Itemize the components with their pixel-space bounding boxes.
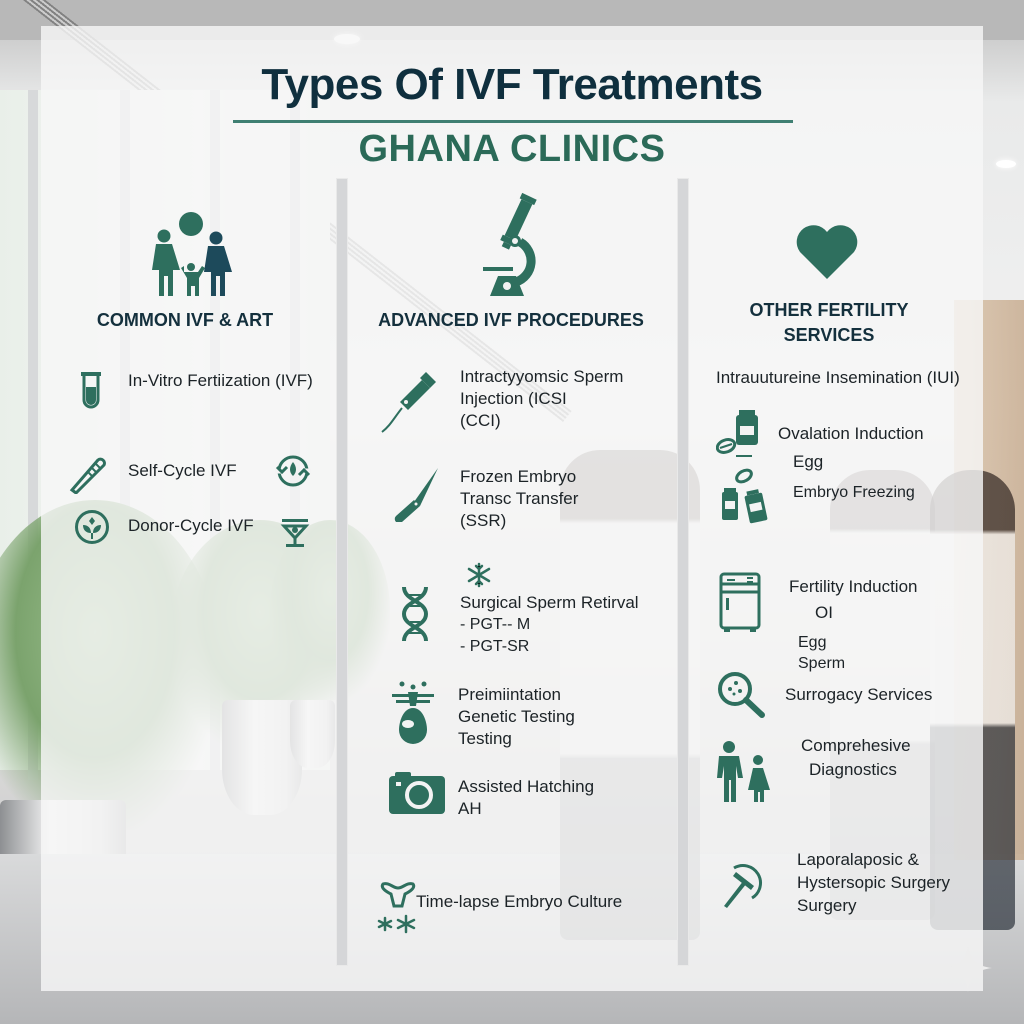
column-heading-other: OTHER FERTILITY SERVICES	[700, 298, 958, 348]
item-sublabel: - PGT-- M	[460, 616, 531, 633]
list-item: Assisted Hatching AH	[458, 776, 594, 820]
list-item: Time-lapse Embryo Culture	[416, 891, 622, 913]
item-label: Assisted Hatching	[458, 777, 595, 796]
item-label: Egg	[798, 634, 827, 651]
camera-icon	[389, 772, 445, 814]
item-label: Genetic Testing	[458, 707, 575, 726]
item-label: Diagnostics	[809, 760, 897, 779]
item-label: Surgical Sperm Retirval	[460, 593, 639, 612]
list-item: Intractyyomsic Sperm Injection (ICSI (CC…	[460, 366, 623, 432]
parent-child-icon	[713, 740, 771, 806]
list-item: Intrauutureine Insemination (IUI)	[716, 367, 960, 389]
heading-line: OTHER FERTILITY	[749, 300, 909, 320]
injection-pipette-icon	[380, 370, 442, 434]
page-title: Types Of IVF Treatments	[261, 60, 763, 109]
heading-line: SERVICES	[783, 325, 875, 345]
magnifier-icon	[716, 670, 768, 720]
ceiling-light	[996, 160, 1016, 168]
list-item: In-Vitro Fertiization (IVF)	[128, 370, 313, 392]
heart-icon	[794, 223, 860, 281]
page-subtitle: GHANA CLINICS	[358, 128, 666, 170]
list-item: Surgical Sperm Retirval - PGT-- M - PGT-…	[460, 592, 639, 658]
infographic-panel	[41, 26, 983, 991]
item-label: Injection (ICSI	[460, 389, 567, 408]
column-divider	[336, 178, 348, 966]
test-tube-icon	[80, 371, 102, 409]
item-label: OI	[815, 603, 833, 622]
snowflake-icon	[466, 562, 492, 588]
column-divider	[677, 178, 689, 966]
surgical-tool-icon	[720, 860, 766, 910]
item-sublabel: - PGT-SR	[460, 638, 530, 655]
item-label: AH	[458, 799, 482, 818]
item-label: Egg	[793, 452, 824, 471]
item-label: Sperm	[798, 655, 846, 672]
list-item: Ovalation Induction Egg Embryo Freezing	[778, 420, 924, 507]
item-label: Testing	[458, 729, 512, 748]
item-label: Ovalation Induction	[778, 424, 924, 443]
dna-icon	[400, 585, 430, 643]
item-label: Hystersopic Surgery	[797, 873, 951, 892]
medicine-bottles-icon	[716, 408, 776, 532]
item-label: Frozen Embryo	[460, 467, 577, 486]
list-item: Preimiintation Genetic Testing Testing	[458, 684, 575, 750]
item-label: Intractyyomsic Sperm	[460, 367, 624, 386]
list-item: Laporalaposic & Hystersopic Surgery Surg…	[797, 848, 950, 917]
item-label: Preimiintation	[458, 685, 561, 704]
sparkle-icon	[944, 944, 992, 992]
list-item: Comprehesive Diagnostics	[801, 734, 911, 782]
item-label: Embryo Freezing	[793, 484, 915, 501]
pipette-icon	[68, 454, 110, 494]
item-label: Fertility Induction	[789, 577, 918, 596]
item-label: Time-lapse Embryo Culture	[416, 892, 623, 911]
item-label: (CCI)	[460, 411, 501, 430]
lab-dish-icon	[280, 517, 310, 549]
item-label: In-Vitro Fertiization (IVF)	[128, 371, 313, 390]
family-icon	[146, 210, 240, 300]
list-item: Donor-Cycle IVF	[128, 515, 254, 537]
item-label: Donor-Cycle IVF	[128, 516, 254, 535]
egg-biopsy-icon	[390, 678, 436, 748]
freezer-icon	[719, 572, 761, 634]
item-label: Laporalaposic &	[797, 850, 919, 869]
item-label: Self-Cycle IVF	[128, 461, 237, 480]
item-label: Comprehesive	[801, 736, 911, 755]
item-label: Intrauutureine Insemination (IUI)	[716, 368, 960, 387]
scalpel-icon	[394, 466, 442, 522]
microscope-icon	[480, 190, 544, 300]
column-heading-common: COMMON IVF & ART	[96, 310, 274, 330]
uterus-snowflake-icon	[375, 880, 421, 936]
list-item: Self-Cycle IVF	[128, 460, 237, 482]
column-heading-advanced: ADVANCED IVF PROCEDURES	[378, 310, 644, 330]
cycle-icon	[273, 452, 313, 490]
leaf-circle-icon	[74, 509, 110, 545]
list-item: Fertility Induction OI Egg Sperm	[789, 574, 918, 674]
item-label: Surgery	[797, 896, 857, 915]
title-underline	[233, 120, 793, 123]
list-item: Frozen Embryo Transc Transfer (SSR)	[460, 466, 578, 532]
window-mullion	[28, 90, 38, 780]
item-label: (SSR)	[460, 511, 507, 530]
item-label: Surrogacy Services	[785, 685, 933, 704]
item-label: Transc Transfer	[460, 489, 579, 508]
list-item: Surrogacy Services	[785, 684, 932, 706]
